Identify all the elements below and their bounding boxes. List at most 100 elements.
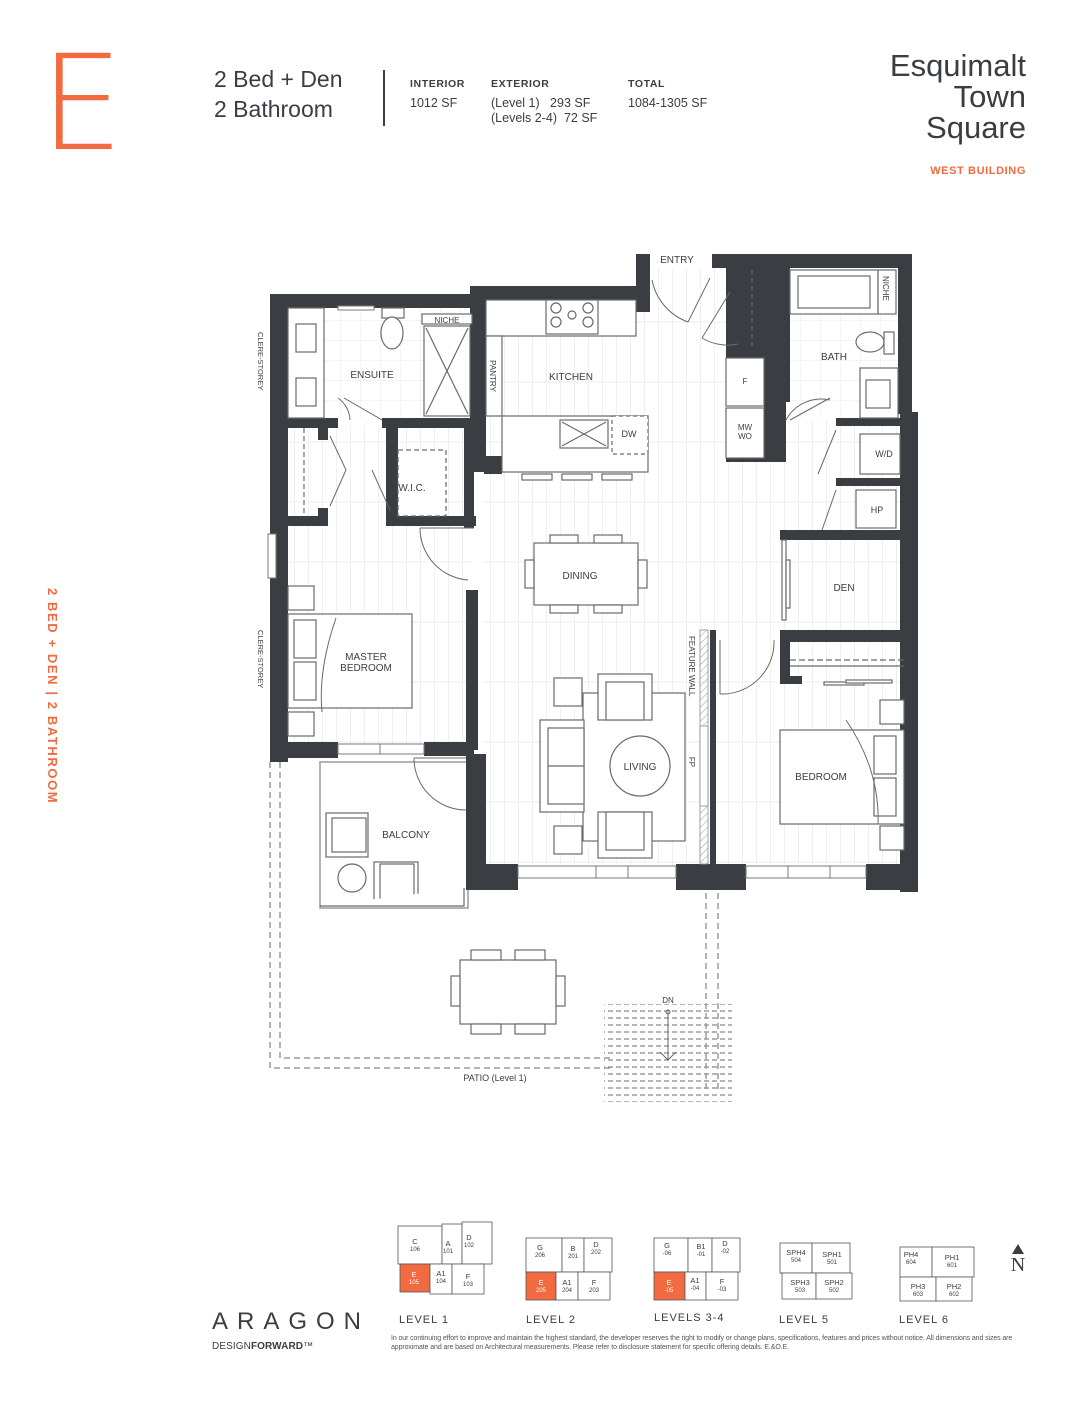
label-niche-ensuite: NICHE [435,316,460,325]
total-area: TOTAL 1084-1305 SF [628,77,707,111]
kp-unit-num: -01 [697,1252,706,1258]
key-plan-label-level-6: LEVEL 6 [899,1314,950,1326]
kp-unit-num: 102 [464,1243,475,1249]
north-indicator: N [1008,1244,1028,1276]
key-plan-level-5: SPH4 504 SPH1 501 SPH3 503 SPH2 502 [779,1242,853,1300]
project-title-line1: Esquimalt [889,48,1026,83]
label-clerestorey-top: CLERE-STOREY [256,332,265,390]
label-fp: FP [687,757,696,767]
label-living: LIVING [624,762,657,773]
tagline: DESIGNFORWARD™ [212,1341,313,1352]
kp-unit-num: 204 [562,1288,573,1294]
kp-unit: PH2 [947,1282,962,1291]
kp-unit: A [445,1239,450,1248]
kp-unit-num: 203 [589,1288,600,1294]
kp-unit-highlight: E [666,1278,671,1287]
walls [270,254,918,892]
label-wd: W/D [875,449,893,459]
room-labels: ENTRY ENSUITE NICHE KITCHEN PANTRY DW W.… [256,255,893,1083]
label-dn: DN [662,996,674,1005]
kp-unit: C [412,1237,418,1246]
kp-unit-num: 202 [591,1250,602,1256]
kp-unit: PH1 [945,1253,960,1262]
key-plan-level-2: G 206 B 201 D 202 E 205 A1 204 F 203 [525,1237,613,1301]
project-title-line3: Square [926,110,1026,145]
kp-unit: A1 [562,1278,571,1287]
total-value: 1084-1305 SF [628,96,708,110]
label-dw: DW [622,429,637,439]
kp-unit: F [466,1272,471,1281]
kp-unit: A1 [690,1276,699,1285]
label-master-2: BEDROOM [340,663,392,674]
kp-unit-num: 601 [947,1263,958,1269]
label-kitchen: KITCHEN [549,372,593,383]
kp-unit-num: 104 [436,1279,447,1285]
kp-unit-highlight: E [538,1278,543,1287]
kp-unit-num: -03 [718,1287,727,1293]
tagline-tm: ™ [303,1341,314,1352]
kp-unit: G [537,1243,543,1252]
label-den: DEN [833,583,854,594]
label-patio: PATIO (Level 1) [463,1073,526,1083]
kp-unit: D [466,1233,472,1242]
kp-unit-num: 504 [791,1258,802,1264]
floor-plan: ENTRY ENSUITE NICHE KITCHEN PANTRY DW W.… [256,254,918,1102]
kp-unit: SPH4 [786,1248,806,1257]
key-plan-level-1: C 106 A 101 D 102 E 105 A1 104 F 103 [397,1221,493,1295]
label-bedroom: BEDROOM [795,772,847,783]
building-name: WEST BUILDING [930,165,1026,177]
kp-unit-num: 103 [463,1282,474,1288]
kp-unit-num-highlight: -05 [665,1288,674,1294]
windows [267,305,867,879]
exterior-level1: (Level 1) 293 SF [491,96,591,110]
north-arrow-icon [1012,1244,1024,1254]
kp-unit: D [722,1239,728,1248]
label-hp: HP [871,505,884,515]
unit-type-baths: 2 Bathroom [214,96,333,122]
kp-unit-num: 603 [913,1292,924,1298]
exterior-area: EXTERIOR (Level 1) 293 SF (Levels 2-4) 7… [491,77,597,126]
label-pantry: PANTRY [488,360,497,392]
kp-unit-num: 206 [535,1253,546,1259]
label-wic: W.I.C. [398,483,425,494]
label-mw: MW [738,423,753,432]
kp-unit-num: -04 [691,1286,700,1292]
kp-unit-num: 602 [949,1292,960,1298]
tagline-bold: FORWARD [250,1341,304,1352]
kp-unit: SPH2 [824,1278,844,1287]
label-master-1: MASTER [345,652,387,663]
kp-unit-num: 604 [906,1260,917,1266]
label-dining: DINING [563,571,598,582]
kp-unit-num: 106 [410,1247,421,1253]
unit-type: 2 Bed + Den 2 Bathroom [214,64,343,124]
total-label: TOTAL [628,78,666,90]
kp-unit: B1 [696,1242,705,1251]
label-feature-wall: FEATURE WALL [687,636,696,697]
kp-unit-num: 101 [443,1249,454,1255]
kp-unit: SPH1 [822,1250,842,1259]
kp-unit: A1 [436,1269,445,1278]
kp-unit-num: 201 [568,1254,579,1260]
header-divider [383,70,385,126]
fireplace [699,725,709,807]
doors [320,277,879,825]
exterior-label: EXTERIOR [491,78,550,90]
kp-unit: SPH3 [790,1278,810,1287]
kp-unit: B [570,1244,575,1253]
kp-unit: PH4 [904,1250,919,1259]
label-wo: WO [738,432,752,441]
label-bath: BATH [821,352,847,363]
kp-unit-num: -06 [663,1251,672,1257]
interior-area: INTERIOR 1012 SF [410,77,465,111]
interior-label: INTERIOR [410,78,465,90]
key-plan-label-level-1: LEVEL 1 [399,1314,450,1326]
kp-unit-num: 503 [795,1288,806,1294]
kp-unit: F [592,1278,597,1287]
unit-letter: E [40,27,123,181]
north-label: N [1010,1254,1026,1276]
key-plan-levels-3-4: G -06 B1 -01 D -02 E -05 A1 -04 F -03 [653,1237,741,1301]
kp-unit: G [664,1241,670,1250]
kp-unit: D [593,1240,599,1249]
key-plan-label-level-2: LEVEL 2 [526,1314,577,1326]
